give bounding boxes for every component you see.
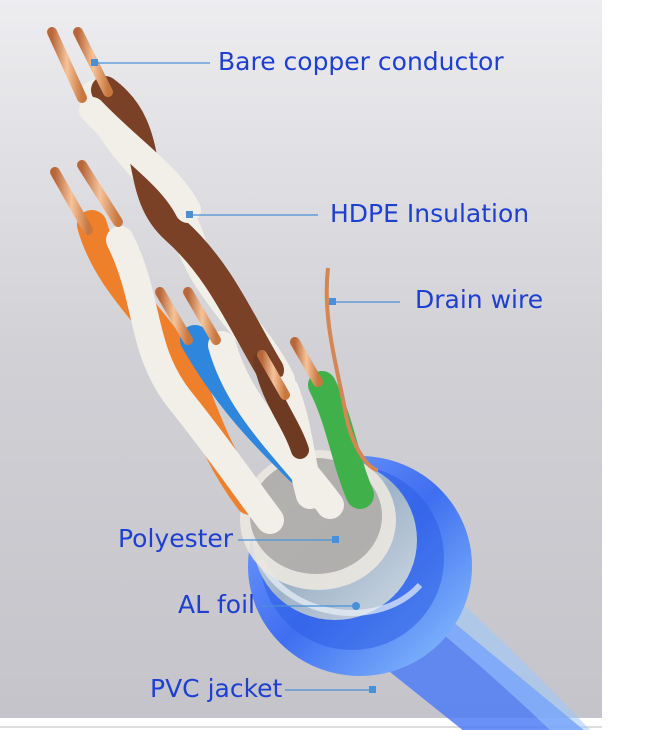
- label-al-foil: AL foil: [178, 590, 255, 619]
- pair-brown-white: [79, 76, 295, 395]
- leader-lines: [91, 59, 400, 693]
- label-polyester: Polyester: [118, 524, 234, 553]
- pair-green-white: [253, 351, 374, 509]
- label-pvc-jacket: PVC jacket: [150, 674, 283, 703]
- label-bare-copper-conductor: Bare copper conductor: [218, 47, 504, 76]
- pair-orange-white: [77, 210, 284, 534]
- label-hdpe-insulation: HDPE Insulation: [330, 199, 529, 228]
- drain-wire: [324, 267, 379, 472]
- label-drain-wire: Drain wire: [415, 285, 543, 314]
